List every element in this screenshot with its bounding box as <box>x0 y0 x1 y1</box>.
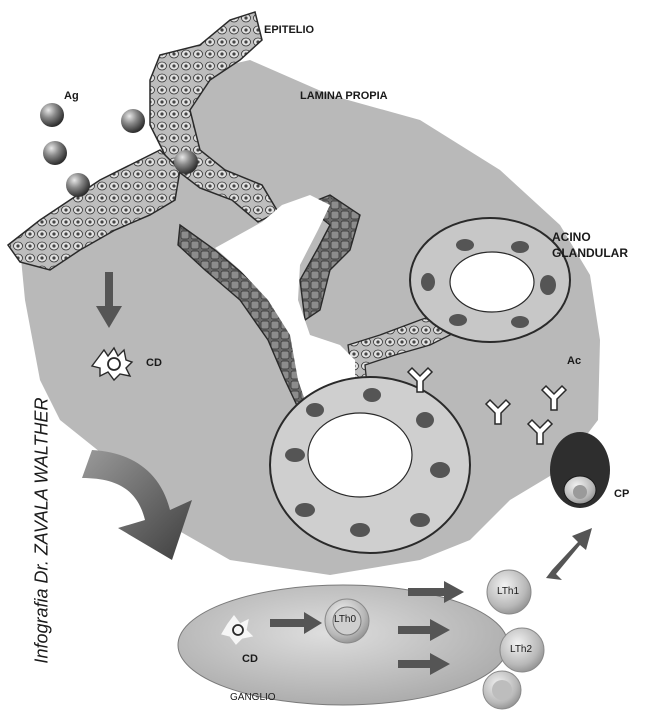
acino-cell-nucleus <box>410 513 430 527</box>
epitelio-label: EPITELIO <box>264 24 314 36</box>
acino-cell-nucleus <box>540 275 556 295</box>
cd-label-ganglio: CD <box>242 653 258 665</box>
cp-label: CP <box>614 488 629 500</box>
acino-upper-lumen <box>450 252 534 312</box>
acino-cell-nucleus <box>421 273 435 291</box>
acino-label-line1: ACINO <box>552 230 591 244</box>
antigen-sphere <box>174 150 198 174</box>
acino-lower-lumen <box>308 413 412 497</box>
cd-label-top: CD <box>146 357 162 369</box>
arrow-lth1-to-cp <box>546 528 592 580</box>
lth1-label: LTh1 <box>497 586 519 597</box>
lamina-propia-label: LAMINA PROPIA <box>300 90 388 102</box>
antigen-sphere <box>66 173 90 197</box>
ag-label: Ag <box>64 90 79 102</box>
acino-cell-nucleus <box>306 403 324 417</box>
acino-cell-nucleus <box>511 316 529 328</box>
acino-cell-nucleus <box>285 448 305 462</box>
acino-cell-nucleus <box>456 239 474 251</box>
ganglio-label: GANGLIO <box>230 692 276 703</box>
antigen-sphere <box>121 109 145 133</box>
acino-cell-nucleus <box>430 462 450 478</box>
antigen-sphere <box>43 141 67 165</box>
ac-label: Ac <box>567 355 581 367</box>
acino-cell-nucleus <box>350 523 370 537</box>
acino-cell-nucleus <box>363 388 381 402</box>
lymphocyte-nucleus <box>492 680 512 700</box>
lth0-label: LTh0 <box>334 614 356 625</box>
acino-cell-nucleus <box>295 503 315 517</box>
acino-label-line2: GLANDULAR <box>552 246 628 260</box>
acino-cell-nucleus <box>511 241 529 253</box>
lth2-label: LTh2 <box>510 644 532 655</box>
infographic-credit: Infografia Dr. ZAVALA WALTHER <box>32 361 53 701</box>
antigen-sphere <box>40 103 64 127</box>
acino-cell-nucleus <box>449 314 467 326</box>
plasma-cell <box>550 432 610 508</box>
acino-cell-nucleus <box>416 412 434 428</box>
